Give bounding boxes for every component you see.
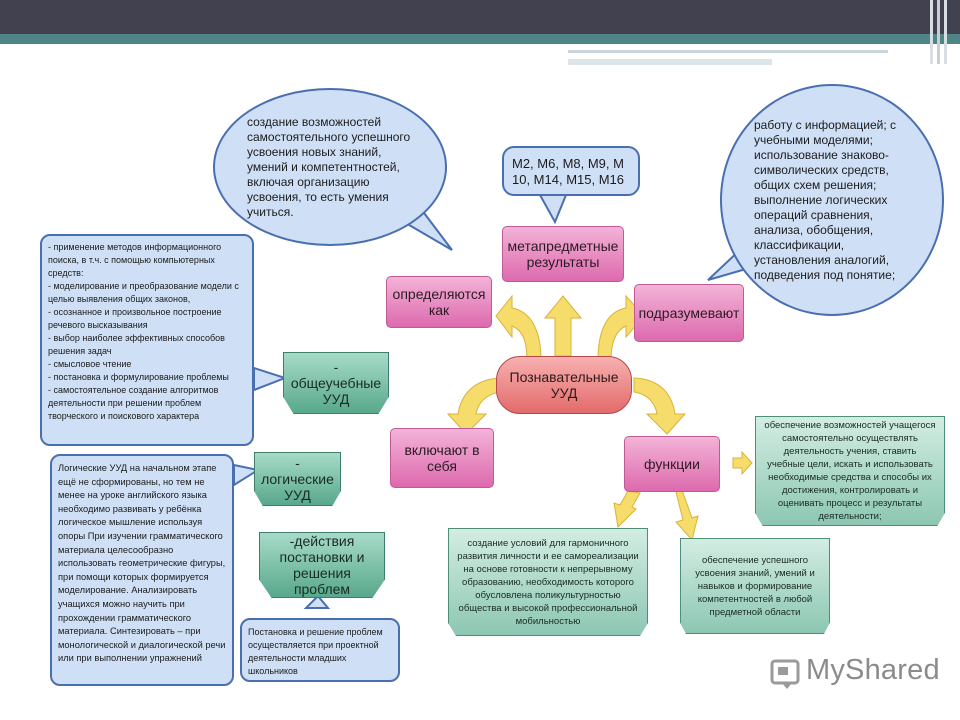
box-tail [233, 463, 261, 487]
arrow-right [732, 450, 753, 476]
function-box-3-text: обеспечение успешного усвоения знаний, у… [695, 554, 815, 618]
node-includes-label: включают в себя [404, 442, 480, 474]
function-box-1-text: обеспечение возможностей учащегося самос… [764, 420, 936, 522]
box-general-learning: - применение методов информационного пои… [40, 234, 254, 446]
decor-vstripe [944, 0, 947, 64]
function-box-3: обеспечение успешного усвоения знаний, у… [680, 538, 830, 634]
function-box-1: обеспечение возможностей учащегося самос… [755, 416, 945, 526]
arrow-down-small [675, 489, 699, 542]
node-includes: включают в себя [390, 428, 494, 488]
node-implies: подразумевают [634, 284, 744, 342]
arrow-down-left [446, 377, 501, 435]
node-metasubject-results: метапредметные результаты [502, 226, 624, 282]
green-general-learning-label: - общеучебные УУД [290, 359, 382, 407]
green-logical: - логические УУД [254, 452, 341, 506]
decor-vstripe [930, 0, 933, 64]
bubble-implies-text: работу с информацией; с учебными моделям… [754, 117, 897, 282]
function-box-2: создание условий для гармоничного развит… [448, 528, 648, 636]
slide-accent-bar [0, 34, 960, 44]
node-functions-label: функции [644, 456, 700, 472]
decor-stripe [568, 50, 888, 53]
function-box-2-text: создание условий для гармоничного развит… [457, 537, 639, 627]
slide-top-bar [0, 0, 960, 34]
list-item: - самостоятельное создание алгоритмов де… [48, 385, 219, 421]
arrow-down-left-small [613, 490, 641, 529]
list-item: - моделирование и преобразование модели … [48, 281, 239, 304]
green-logical-label: - логические УУД [261, 455, 334, 503]
myshared-watermark: MyShared [806, 654, 940, 686]
node-defined-as-label: определяются как [392, 286, 486, 318]
bubble-definition: создание возможностей самостоятельного у… [213, 88, 447, 246]
list-item: - постановка и формулирование проблемы [48, 372, 229, 382]
list-item: - смысловое чтение [48, 359, 132, 369]
box-tail [253, 366, 288, 392]
box-logical-text: Логические УУД на начальном этапе ещё не… [58, 463, 226, 664]
bubble-codes: М2, М6, М8, М9, М 10, М14, М15, М16 [502, 146, 640, 196]
green-problem-actions-label: -действия постановки и решения проблем [279, 533, 365, 597]
node-defined-as: определяются как [386, 276, 492, 328]
arrow-up-left [495, 294, 542, 361]
node-functions: функции [624, 436, 720, 492]
arrow-down-right [633, 377, 687, 435]
node-implies-label: подразумевают [638, 305, 740, 321]
node-cognitive-uud: Познавательные УУД [496, 356, 632, 414]
green-problem-actions: -действия постановки и решения проблем [259, 532, 385, 598]
bubble-definition-text: создание возможностей самостоятельного у… [247, 114, 411, 219]
list-item: - выбор наиболее эффективных способов ре… [48, 333, 225, 356]
box-problem-solving-text: Постановка и решение проблем осуществляе… [248, 627, 383, 676]
box-tail [303, 594, 331, 609]
myshared-logo-icon [770, 659, 800, 689]
arrow-up [543, 295, 583, 357]
bubble-tail [538, 194, 568, 225]
box-logical: Логические УУД на начальном этапе ещё не… [50, 454, 234, 686]
decor-stripe [568, 59, 772, 65]
bubble-implies: работу с информацией; с учебными моделям… [720, 84, 944, 316]
decor-vstripe [937, 0, 940, 64]
list-item: - осознанное и произвольное построение р… [48, 307, 222, 330]
node-cognitive-uud-label: Познавательные УУД [509, 369, 619, 401]
bubble-codes-text: М2, М6, М8, М9, М 10, М14, М15, М16 [512, 156, 624, 187]
box-problem-solving: Постановка и решение проблем осуществляе… [240, 618, 400, 682]
list-item: - применение методов информационного пои… [48, 242, 222, 278]
green-general-learning: - общеучебные УУД [283, 352, 389, 414]
node-metasubject-results-label: метапредметные результаты [507, 238, 619, 270]
